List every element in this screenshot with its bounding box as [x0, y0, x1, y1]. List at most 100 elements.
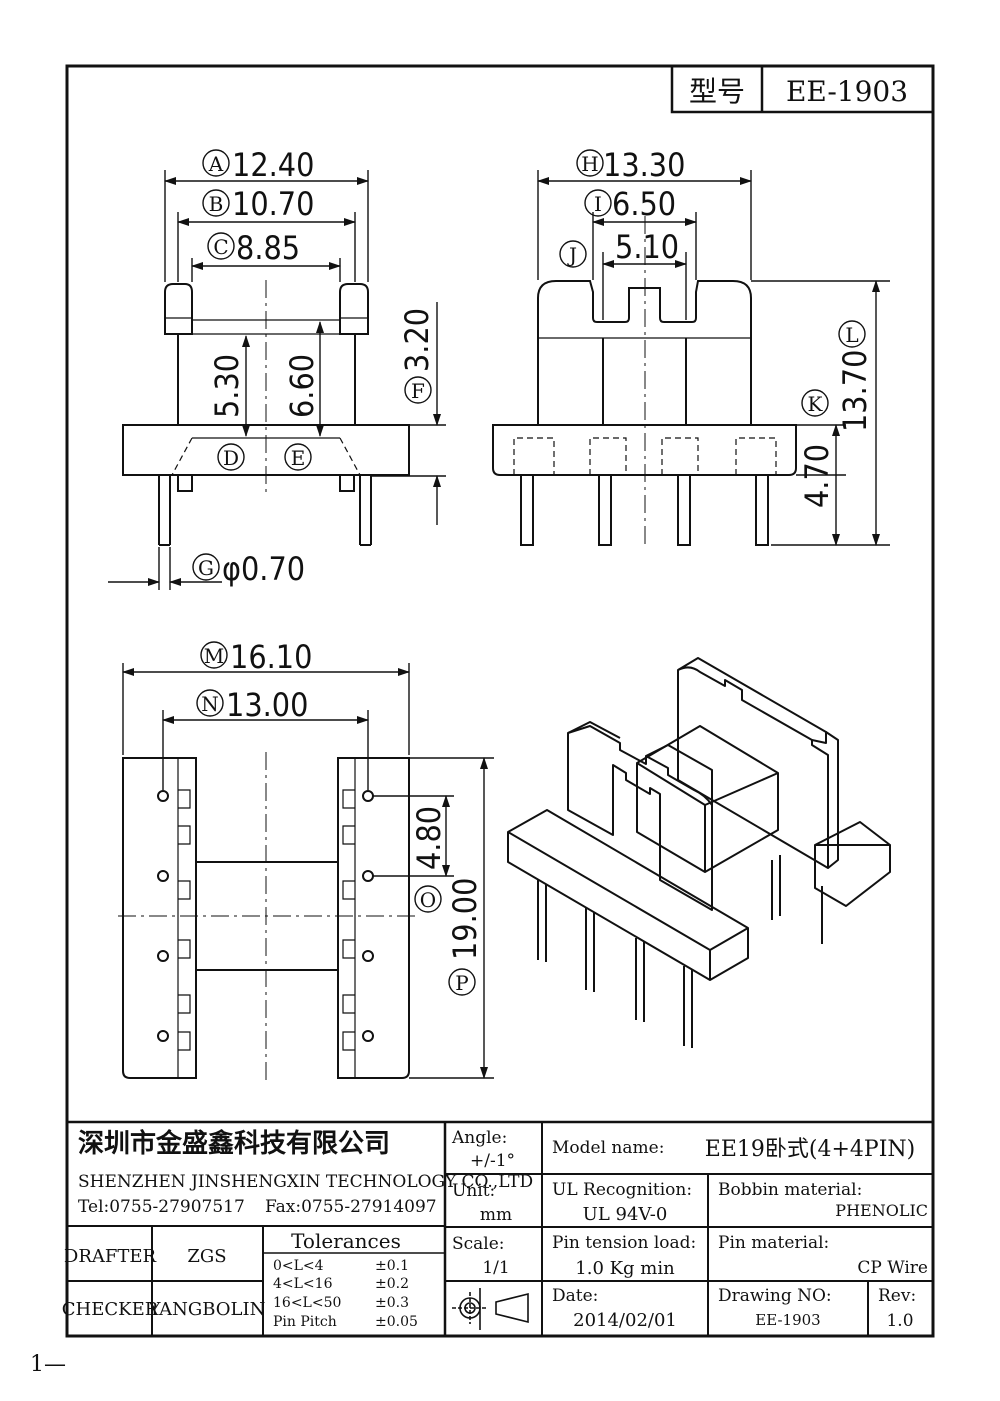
- date-label: Date:: [552, 1286, 598, 1306]
- dim-h-value: 13.30: [603, 146, 685, 184]
- marker-n: N: [196, 689, 224, 717]
- svg-text:F: F: [411, 379, 425, 403]
- model-box-value: EE-1903: [786, 75, 908, 108]
- svg-text:N: N: [201, 692, 219, 716]
- marker-f: F: [404, 376, 432, 404]
- svg-text:B: B: [209, 192, 224, 216]
- date-value: 2014/02/01: [573, 1310, 677, 1331]
- marker-i: I: [584, 189, 612, 217]
- pin-tension-label: Pin tension load:: [552, 1233, 696, 1253]
- svg-text:C: C: [213, 235, 228, 259]
- company-en: SHENZHEN JINSHENGXIN TECHNOLOGY CO.,LTD: [78, 1172, 533, 1192]
- marker-m: M: [200, 641, 228, 669]
- marker-g: G: [192, 553, 220, 581]
- svg-text:I: I: [594, 192, 602, 216]
- dim-e-value: 6.60: [283, 354, 321, 418]
- company-fax: Fax:0755-27914097: [265, 1197, 437, 1217]
- checker-value: YANGBOLIN: [148, 1299, 266, 1320]
- dimension-labels: 12.40 10.70 8.85 5.30 6.60 3.20 φ0.70 13…: [208, 146, 874, 960]
- svg-text:G: G: [198, 556, 214, 580]
- dim-i-value: 6.50: [612, 185, 676, 223]
- tol-value-3: ±0.3: [375, 1295, 409, 1311]
- company-tel: Tel:0755-27907517: [78, 1197, 245, 1217]
- checker-label: CHECKER: [62, 1299, 159, 1320]
- drafter-label: DRAFTER: [64, 1246, 157, 1267]
- drawing-no-value: EE-1903: [755, 1311, 820, 1329]
- ul-label: UL Recognition:: [552, 1180, 692, 1200]
- marker-e: E: [284, 443, 312, 471]
- model-box: 型号 EE-1903: [670, 64, 935, 114]
- plan-view: [118, 752, 416, 1085]
- dim-n-value: 13.00: [226, 686, 308, 724]
- tol-range-2: 4<L<16: [273, 1276, 333, 1292]
- tol-value-1: ±0.1: [375, 1258, 409, 1274]
- svg-text:O: O: [420, 888, 436, 912]
- dim-c-value: 8.85: [236, 229, 300, 267]
- pin-material-label: Pin material:: [718, 1233, 829, 1253]
- tolerances-title: Tolerances: [291, 1229, 401, 1253]
- marker-k: K: [801, 389, 829, 417]
- marker-l: L: [838, 320, 866, 348]
- bobbin-label: Bobbin material:: [718, 1180, 862, 1200]
- scale-label: Scale:: [452, 1234, 505, 1254]
- svg-text:D: D: [223, 446, 239, 470]
- dim-d-value: 5.30: [208, 354, 246, 418]
- dim-b-value: 10.70: [232, 185, 314, 223]
- unit-value: mm: [480, 1205, 512, 1225]
- isometric-view: [507, 657, 891, 1048]
- tol-range-1: 0<L<4: [273, 1258, 324, 1274]
- dim-k-value: 4.70: [798, 444, 836, 508]
- marker-a: A: [202, 149, 230, 177]
- model-name-label: Model name:: [552, 1138, 664, 1158]
- drafter-value: ZGS: [187, 1246, 226, 1267]
- svg-text:J: J: [567, 243, 577, 267]
- side-view: [492, 216, 797, 546]
- svg-text:K: K: [808, 392, 824, 416]
- angle-value: +/-1°: [470, 1151, 515, 1171]
- unit-label: Unit:: [452, 1181, 495, 1201]
- tol-range-4: Pin Pitch: [273, 1314, 337, 1330]
- dim-g-value: φ0.70: [222, 550, 305, 588]
- dim-l-value: 13.70: [836, 350, 874, 432]
- tol-range-3: 16<L<50: [273, 1295, 341, 1311]
- pin-tension-value: 1.0 Kg min: [575, 1258, 675, 1279]
- rev-label: Rev:: [878, 1286, 916, 1306]
- svg-text:E: E: [291, 446, 306, 470]
- callout-markers: A B C D E F G H I J K L M N O P: [192, 149, 866, 996]
- dim-f-value: 3.20: [398, 308, 436, 372]
- dim-m-value: 16.10: [230, 638, 312, 676]
- marker-p: P: [448, 968, 476, 996]
- title-block: [67, 1120, 933, 1336]
- svg-text:A: A: [208, 152, 224, 176]
- projection-symbol: [452, 1288, 529, 1330]
- marker-h: H: [576, 149, 604, 177]
- marker-b: B: [202, 189, 230, 217]
- ul-value: UL 94V-0: [583, 1204, 668, 1225]
- marker-o: O: [414, 885, 442, 913]
- svg-text:L: L: [845, 323, 858, 347]
- scale-value: 1/1: [482, 1258, 509, 1278]
- svg-text:H: H: [581, 152, 598, 176]
- marker-c: C: [207, 232, 235, 260]
- marker-d: D: [217, 443, 245, 471]
- model-box-label: 型号: [689, 75, 745, 108]
- tol-value-2: ±0.2: [375, 1276, 409, 1292]
- bobbin-value: PHENOLIC: [835, 1201, 928, 1220]
- drawing-no-label: Drawing NO:: [718, 1286, 832, 1306]
- dim-a-value: 12.40: [232, 146, 314, 184]
- front-view: [122, 280, 410, 546]
- company-cn: 深圳市金盛鑫科技有限公司: [78, 1128, 390, 1159]
- pin-material-value: CP Wire: [857, 1258, 928, 1278]
- model-name-value: EE19卧式(4+4PIN): [705, 1137, 915, 1162]
- dimension-lines: [108, 170, 890, 1079]
- svg-text:P: P: [455, 971, 468, 995]
- tol-value-4: ±0.05: [375, 1314, 418, 1330]
- title-block-text: 深圳市金盛鑫科技有限公司 SHENZHEN JINSHENGXIN TECHNO…: [62, 1128, 928, 1331]
- marker-j: J: [559, 240, 587, 268]
- sheet-border: [65, 64, 935, 1338]
- dim-p-value: 19.00: [446, 878, 484, 960]
- svg-text:M: M: [204, 644, 224, 668]
- page-mark: 1—: [30, 1352, 66, 1377]
- dim-o-value: 4.80: [410, 806, 448, 870]
